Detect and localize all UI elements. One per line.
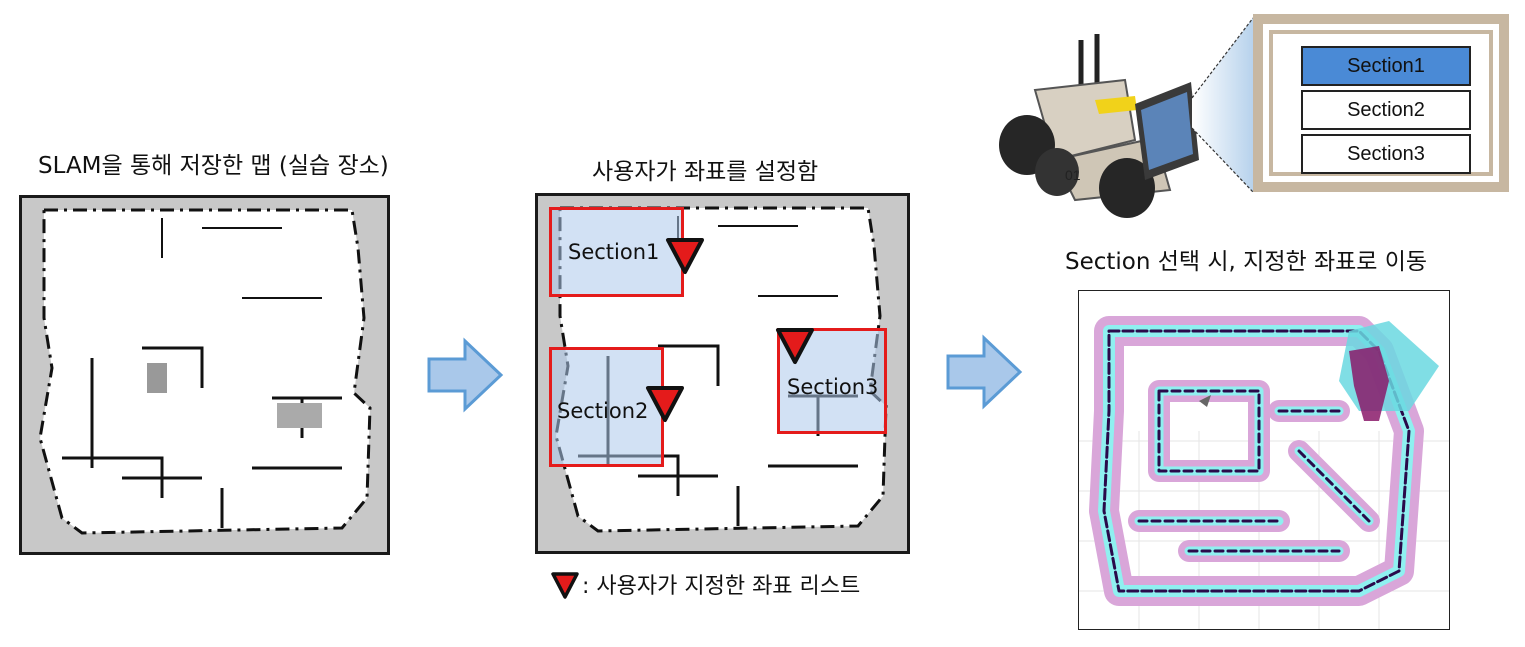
navigation-costmap <box>1078 290 1450 630</box>
menu-item-section2[interactable]: Section2 <box>1301 90 1471 130</box>
section-menu-panel: Section1 Section2 Section3 <box>1253 14 1509 192</box>
coordinate-marker-icon <box>645 384 685 424</box>
flow-arrow-icon <box>425 335 505 415</box>
svg-text:01: 01 <box>1065 167 1081 183</box>
menu-item-section3[interactable]: Section3 <box>1301 134 1471 174</box>
menu-item-section1[interactable]: Section1 <box>1301 46 1471 86</box>
section2-label: Section2 <box>557 399 648 423</box>
panel2-caption: 사용자가 좌표를 설정함 <box>592 152 818 186</box>
flow-arrow-icon <box>944 332 1024 412</box>
section1-label: Section1 <box>568 240 659 264</box>
costmap-drawing <box>1079 291 1449 629</box>
slam-map-drawing <box>22 198 387 552</box>
section3-label: Section3 <box>787 375 878 399</box>
slam-map <box>19 195 390 555</box>
zoom-connector <box>1190 8 1260 208</box>
legend-marker-icon <box>550 570 580 600</box>
panel3-caption: Section 선택 시, 지정한 좌표로 이동 <box>1065 242 1427 276</box>
panel1-caption: SLAM을 통해 저장한 맵 (실습 장소) <box>38 146 389 180</box>
marker-legend: : 사용자가 지정한 좌표 리스트 <box>582 568 860 600</box>
coordinate-marker-icon <box>775 326 815 366</box>
coordinate-marker-icon <box>665 236 705 276</box>
